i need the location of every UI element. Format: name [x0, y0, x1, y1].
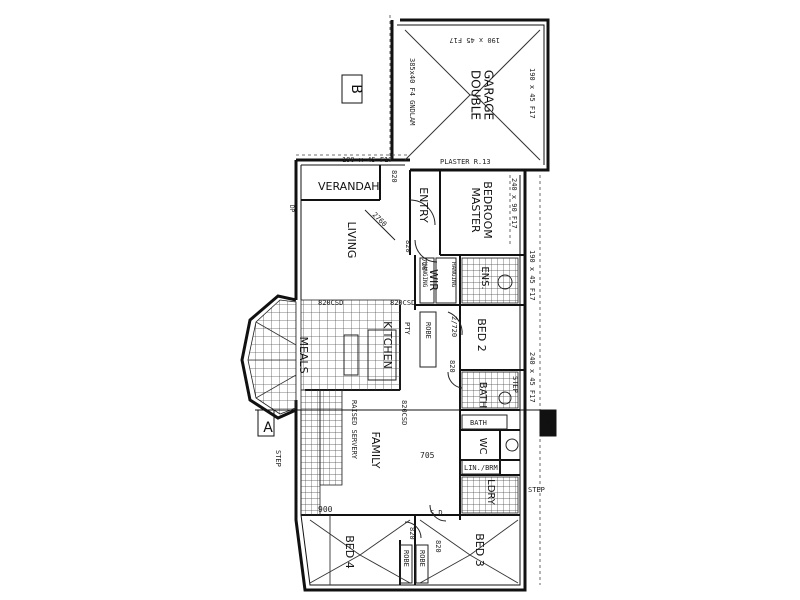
label-raised-servery: RAISED SERVERY: [350, 400, 358, 460]
ann-beam-verandah: 190 x 45 F17: [342, 156, 393, 164]
ann-beam-garage-left: 385x40 F4 GNDLAM: [408, 58, 416, 125]
ensuite-toilet-shape: [497, 274, 513, 290]
bath-basin-shape: [498, 391, 512, 405]
label-bed3: BED 3: [473, 533, 486, 566]
label-bath-tub: BATH: [470, 419, 487, 427]
section-a-right: A: [543, 418, 553, 434]
ann-dim-820csd-3: 820CSD: [400, 400, 408, 425]
label-robe-bed4a: ROBE: [402, 550, 410, 567]
label-garage: GARAGEDOUBLE: [468, 70, 495, 120]
label-bath: BATH: [477, 382, 488, 409]
label-bed2: BED 2: [475, 318, 488, 351]
label-bed4: BED 4: [343, 535, 356, 568]
ann-dim-820csd-1: 820CSD: [318, 299, 343, 307]
label-kitchen: KITCHEN: [381, 321, 394, 369]
fixture-labels: BATH LIN./BRM ROBE ROBE ROBE PTY HANGING…: [274, 262, 545, 567]
garage-roof-lines: [404, 29, 541, 161]
ann-dim-2720: 2/720: [450, 316, 458, 337]
ann-dim-705: 705: [420, 451, 435, 460]
label-hanging-2: HANGING: [450, 262, 457, 288]
outer-walls: [240, 18, 550, 592]
label-step-1: STEP: [274, 450, 282, 467]
ann-dim-820-2: 820: [404, 240, 412, 253]
label-step-2: STEP: [528, 486, 545, 494]
ann-dim-820-1: 820: [390, 170, 398, 183]
label-lin-brm: LIN./BRM: [464, 464, 498, 472]
section-markers: [255, 74, 557, 437]
interior-walls: [301, 165, 525, 585]
meals-bay-lines: [248, 321, 297, 399]
ann-dim-820-5: 820: [434, 540, 442, 553]
label-hanging-1: HANGING: [421, 262, 428, 288]
ann-dim-720: 720: [420, 258, 428, 271]
ann-sd: S.D.: [430, 509, 447, 517]
wc-toilet-shape: [505, 438, 519, 452]
label-ens: ENS.: [479, 266, 490, 289]
ann-beam-right-low: 240 x 45 F17: [528, 352, 536, 403]
ann-beam-right-mid: 190 x 45 F17: [528, 250, 536, 301]
ann-plaster: PLASTER R.13: [440, 158, 491, 166]
ann-dim-820-4: 820: [408, 527, 416, 540]
section-letters: A A B: [263, 84, 553, 436]
label-meals: MEALS: [297, 336, 310, 373]
section-a-left: A: [263, 420, 273, 436]
label-robe-bed2: ROBE: [424, 322, 432, 339]
label-wir: WIR: [427, 269, 440, 291]
ann-beam-garage-right: 190 x 45 F17: [528, 68, 536, 119]
bathtub-shape: [461, 414, 508, 430]
label-step-3: STEP: [511, 376, 519, 393]
label-pty: PTY: [403, 322, 411, 335]
label-living: LIVING: [345, 222, 358, 259]
label-verandah: VERANDAH: [318, 180, 380, 193]
section-b: B: [348, 84, 364, 94]
beam-lines: [296, 15, 541, 585]
label-ldry: LDRY: [485, 479, 496, 506]
ann-dp: DP: [288, 205, 295, 213]
fixtures: [343, 257, 519, 584]
ann-dim-900: 900: [318, 505, 333, 514]
linen-shape: [461, 459, 501, 475]
room-labels: GARAGEDOUBLE BEDROOMMASTER VERANDAH ENTR…: [297, 70, 496, 569]
ann-dim-820csd-2: 820CSD: [390, 299, 415, 307]
label-wc: WC: [477, 438, 488, 455]
label-robe-bed4b: ROBE: [418, 550, 426, 567]
ann-dim-2760: 2760: [371, 211, 389, 229]
label-family: FAMILY: [369, 432, 382, 469]
ann-dim-820-3: 820: [448, 360, 456, 373]
label-master: BEDROOMMASTER: [469, 181, 494, 238]
ann-beam-garage-top: 190 x 45 F17: [449, 36, 500, 44]
label-entry: ENTRY: [417, 187, 430, 223]
ann-beam-master: 240 x 90 F17: [510, 178, 518, 229]
